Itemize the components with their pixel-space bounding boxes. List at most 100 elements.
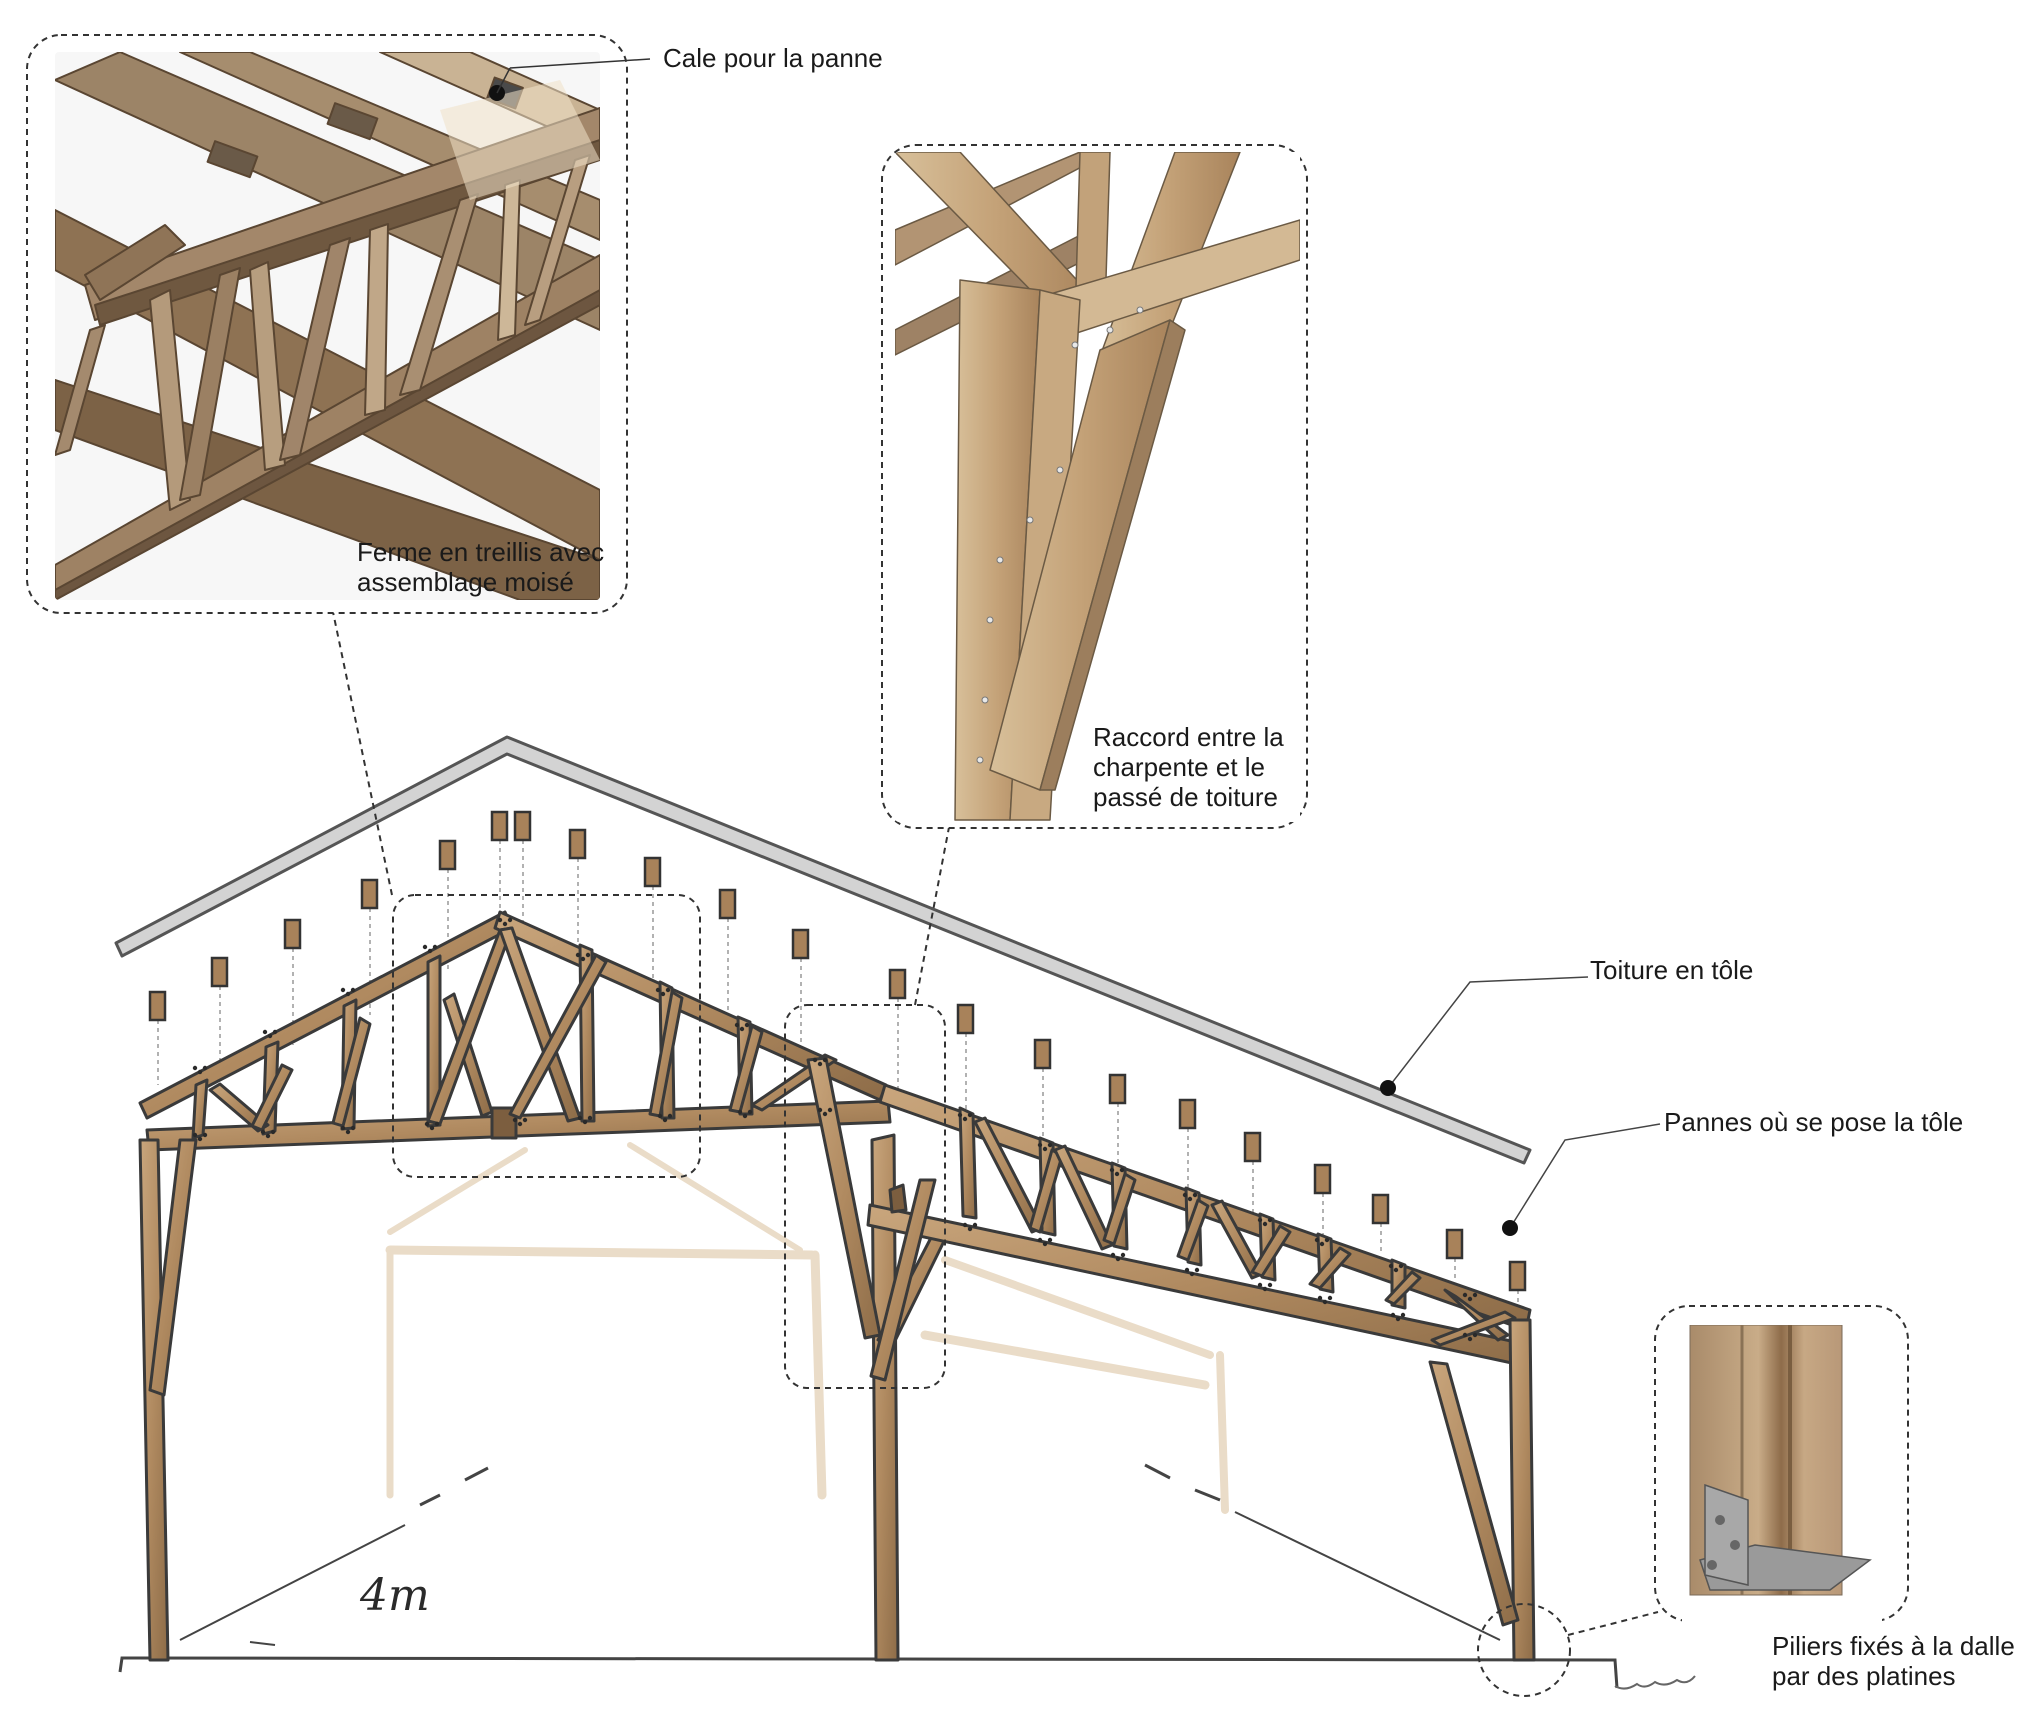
bolt xyxy=(957,1112,963,1118)
bolt xyxy=(1319,1241,1325,1247)
left-truss xyxy=(138,910,892,1152)
bolt xyxy=(427,948,433,954)
bolt xyxy=(972,1222,978,1228)
bolt xyxy=(744,1022,750,1028)
purlin xyxy=(956,1003,975,1035)
bolt xyxy=(1184,1267,1190,1273)
bolt xyxy=(667,1113,673,1119)
bolt xyxy=(739,1026,745,1032)
bolt xyxy=(192,1065,198,1071)
bolt xyxy=(1462,1292,1468,1298)
bolt xyxy=(1042,1241,1048,1247)
bolt xyxy=(1110,1252,1116,1258)
bolt xyxy=(1187,1196,1193,1202)
bolt xyxy=(1119,1167,1125,1173)
bolt xyxy=(262,1029,268,1035)
purlin xyxy=(283,918,302,950)
bolt xyxy=(655,987,661,993)
bolt xyxy=(522,1117,528,1123)
ground-scribble xyxy=(1614,1675,1696,1690)
label-raccord-line3: passé de toiture xyxy=(1093,782,1279,812)
bolt xyxy=(734,1022,740,1028)
roof-sheet xyxy=(114,735,1532,1165)
bolt xyxy=(1324,1237,1330,1243)
bolt xyxy=(1120,1252,1126,1258)
bolt xyxy=(822,1111,828,1117)
bolt xyxy=(1395,1316,1401,1322)
bolt xyxy=(1262,1221,1268,1227)
bolt xyxy=(265,1133,271,1139)
leader-lines xyxy=(1387,976,1661,1229)
purlin xyxy=(1033,1038,1052,1070)
purlin xyxy=(1313,1163,1332,1195)
bolt-dots xyxy=(192,917,1478,1342)
bolt xyxy=(1467,1296,1473,1302)
bolt xyxy=(1314,1237,1320,1243)
bolt xyxy=(827,1107,833,1113)
background-frames xyxy=(385,1142,1229,1514)
bolt xyxy=(575,952,581,958)
bolt xyxy=(1327,1295,1333,1301)
bolt xyxy=(345,991,351,997)
bolt xyxy=(202,1132,208,1138)
roof-callout-dot xyxy=(1380,1080,1396,1096)
bolt xyxy=(1267,1217,1273,1223)
purlin xyxy=(643,856,662,888)
bolt xyxy=(1317,1295,1323,1301)
bolt xyxy=(817,1061,823,1067)
bolt xyxy=(197,1136,203,1142)
bolt xyxy=(267,1033,273,1039)
purlin xyxy=(1178,1098,1197,1130)
purlin xyxy=(1108,1073,1127,1105)
purlin xyxy=(888,968,907,1000)
bolt xyxy=(1047,1237,1053,1243)
bolt xyxy=(742,1113,748,1119)
purlin xyxy=(1243,1131,1262,1163)
bolt xyxy=(1037,1237,1043,1243)
bolt xyxy=(662,1117,668,1123)
purlins xyxy=(148,810,1527,1305)
ground-line xyxy=(118,1656,1619,1689)
purlin xyxy=(1371,1193,1390,1225)
label-raccord-line1: Raccord entre la xyxy=(1093,722,1284,752)
bolt xyxy=(817,1107,823,1113)
purlin xyxy=(360,878,379,910)
purlin xyxy=(1508,1260,1527,1292)
bolt xyxy=(350,1125,356,1131)
bolt xyxy=(822,1057,828,1063)
bolt xyxy=(1267,1282,1273,1288)
purlin-callout-dot xyxy=(1502,1220,1518,1236)
bolt xyxy=(1192,1192,1198,1198)
label-piliers-line1: Piliers fixés à la dalle xyxy=(1772,1631,2015,1661)
bolt xyxy=(812,1057,818,1063)
bolt xyxy=(1472,1292,1478,1298)
bolt xyxy=(582,1119,588,1125)
dimension-lines xyxy=(179,1463,1501,1646)
bolt xyxy=(1109,1167,1115,1173)
purlin xyxy=(513,810,532,842)
purlin xyxy=(791,928,810,960)
bolt xyxy=(1194,1267,1200,1273)
bolt xyxy=(350,987,356,993)
label-raccord-line2: charpente et le xyxy=(1093,752,1266,782)
bolt xyxy=(1462,1332,1468,1338)
bolt xyxy=(747,1109,753,1115)
bolt xyxy=(1398,1263,1404,1269)
bolt xyxy=(585,952,591,958)
bolt xyxy=(1467,1336,1473,1342)
bolt xyxy=(1388,1263,1394,1269)
bolt xyxy=(432,944,438,950)
bolt xyxy=(657,1113,663,1119)
building-sketch: 4m xyxy=(114,611,1696,1697)
purlin xyxy=(718,888,737,920)
label-ferme-line2: assemblage moisé xyxy=(357,567,574,597)
bolt xyxy=(502,921,508,927)
bolt xyxy=(429,1125,435,1131)
bolt xyxy=(424,1121,430,1127)
left-posts xyxy=(138,1056,954,1662)
bolt xyxy=(1400,1312,1406,1318)
bolt xyxy=(1115,1256,1121,1262)
bolt xyxy=(340,987,346,993)
bolt xyxy=(665,987,671,993)
